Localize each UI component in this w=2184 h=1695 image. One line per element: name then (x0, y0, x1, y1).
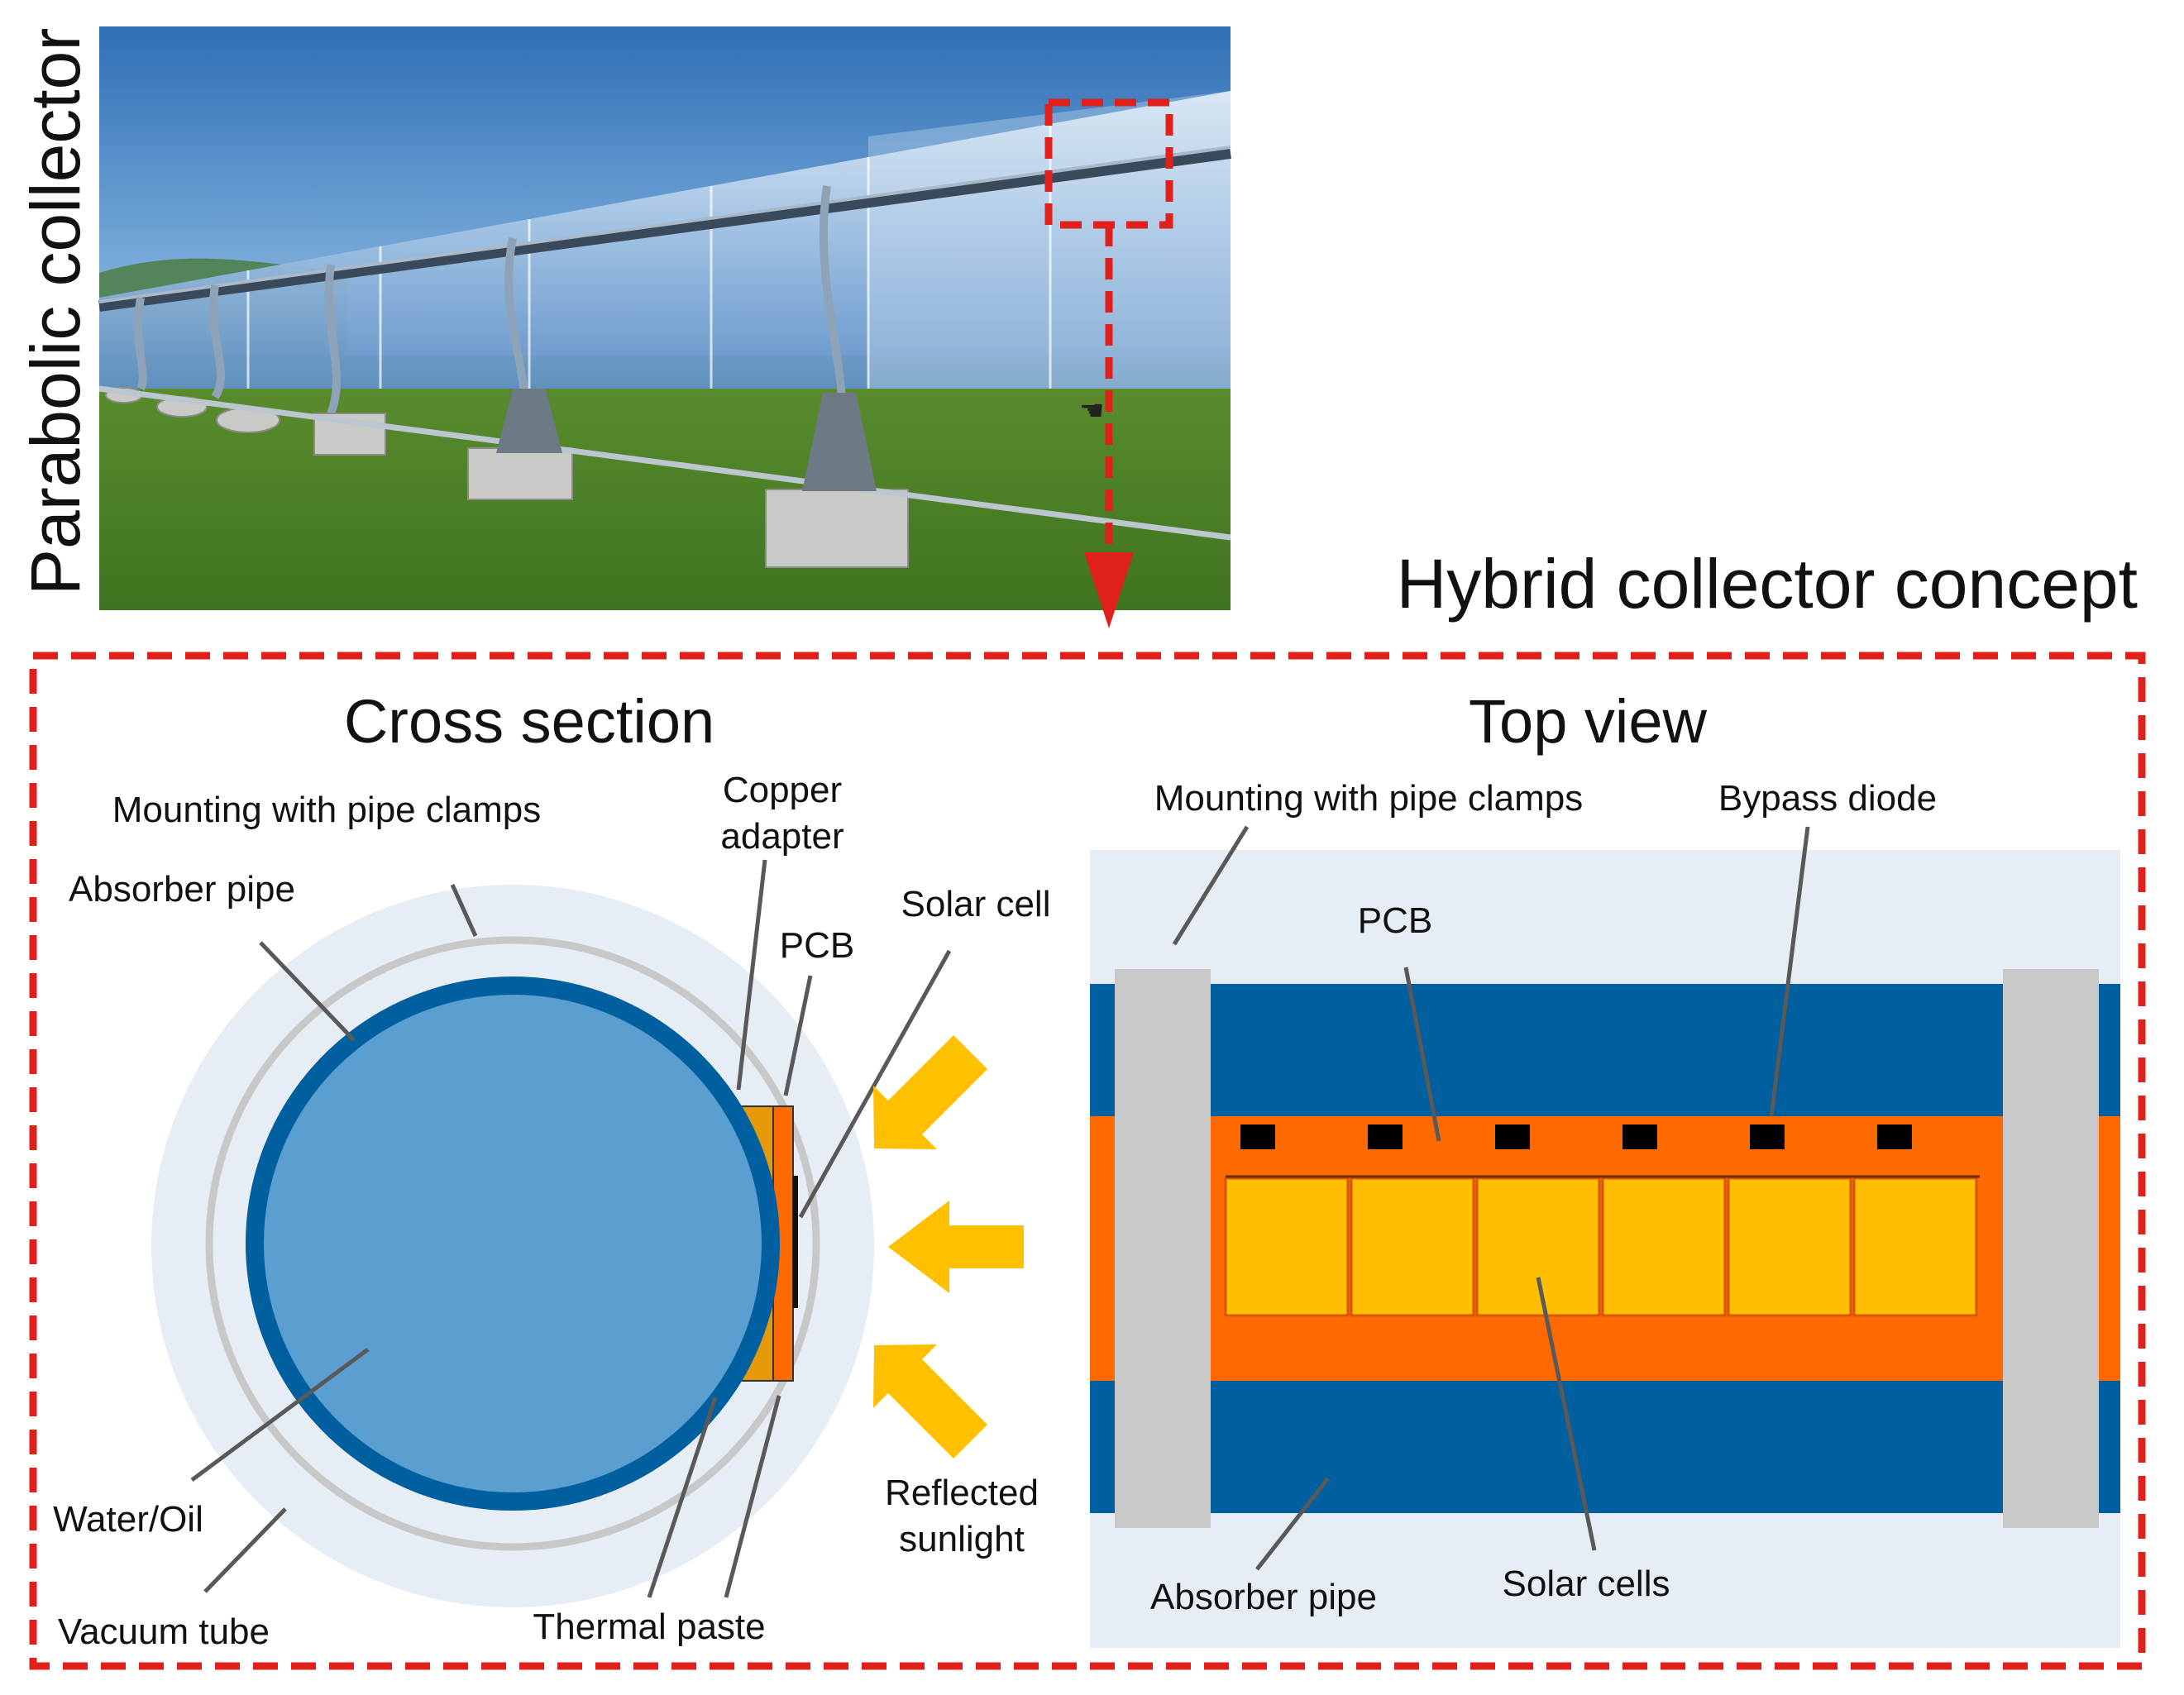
sunlight-arrow-middle (888, 1201, 1024, 1293)
cursor-hand-icon: ☚ (1079, 394, 1104, 427)
pipe-clamp-ring (205, 936, 820, 1551)
tv-leader-pcb (1403, 967, 1441, 1142)
bypass-diode (1750, 1124, 1785, 1149)
leader-thermal-paste-1 (647, 1397, 718, 1598)
cs-label-water-oil: Water/Oil (53, 1499, 203, 1540)
cs-label-reflected-line1: Reflected (885, 1473, 1039, 1513)
tv-label-mounting: Mounting with pipe clamps (1154, 778, 1583, 819)
solar-cell (1601, 1177, 1727, 1317)
cs-label-pcb: PCB (780, 925, 854, 966)
cs-label-thermal-paste: Thermal paste (533, 1607, 765, 1647)
bypass-diode (1368, 1124, 1403, 1149)
cross-section-panel: Cross section Mounting with pipe clamps … (53, 687, 1050, 1652)
top-view-title: Top view (1469, 687, 1707, 756)
sunlight-arrow-top (873, 1035, 987, 1149)
leader-copper-adapter (736, 859, 767, 1091)
cs-label-copper-line1: Copper (723, 770, 842, 810)
absorber-pipe-cross-section (246, 976, 780, 1511)
cs-label-mounting: Mounting with pipe clamps (112, 790, 541, 830)
leader-solar-cell (798, 949, 952, 1219)
tv-label-bypass-diode: Bypass diode (1718, 778, 1937, 819)
leader-vacuum-tube (203, 1507, 287, 1593)
solar-cell (1475, 1177, 1601, 1317)
leader-mounting (450, 883, 478, 938)
cross-section-title: Cross section (344, 687, 714, 756)
cs-label-copper-line2: adapter (720, 816, 843, 857)
tv-leader-bypass-diode (1769, 826, 1810, 1117)
cs-label-reflected-line2: sunlight (899, 1519, 1025, 1559)
tv-leader-mounting (1172, 825, 1250, 946)
sunlight-arrow-bottom (873, 1344, 987, 1459)
cs-label-absorber-pipe: Absorber pipe (69, 869, 295, 910)
solar-cell-cross-section (793, 1176, 798, 1308)
leader-pcb (783, 975, 813, 1096)
tv-label-solar-cells: Solar cells (1503, 1564, 1670, 1604)
cs-label-vacuum-tube: Vacuum tube (58, 1611, 270, 1652)
solar-cells-group (1224, 1175, 1980, 1317)
leader-thermal-paste-2 (724, 1395, 781, 1598)
tv-label-absorber-pipe: Absorber pipe (1150, 1577, 1377, 1617)
parabolic-collector-photo: ☚ (98, 26, 1231, 610)
top-view-panel: Top view Mounting with pipe clamps Bypas… (1090, 687, 2120, 1648)
parabolic-collector-title: Parabolic collector (17, 28, 94, 595)
leader-water-oil (190, 1347, 370, 1483)
tv-leader-solar-cells (1536, 1277, 1597, 1551)
solar-cell (1727, 1177, 1852, 1317)
solar-cell (1350, 1177, 1475, 1317)
bypass-diode (1240, 1124, 1275, 1149)
solar-cell (1224, 1177, 1350, 1317)
tv-leader-absorber-pipe (1255, 1477, 1330, 1571)
bypass-diodes-group (1240, 1124, 1912, 1149)
bypass-diode (1877, 1124, 1912, 1149)
pipe-clamp-right (2003, 969, 2099, 1528)
bypass-diode (1495, 1124, 1530, 1149)
pipe-clamp-left (1115, 969, 1211, 1528)
bypass-diode (1622, 1124, 1657, 1149)
zoom-arrow-head (1084, 552, 1134, 628)
cs-label-solar-cell: Solar cell (901, 884, 1051, 924)
solar-cell (1852, 1177, 1978, 1317)
tv-label-pcb: PCB (1358, 900, 1432, 941)
hybrid-concept-title: Hybrid collector concept (1397, 545, 2138, 623)
leader-absorber-pipe (259, 941, 356, 1042)
